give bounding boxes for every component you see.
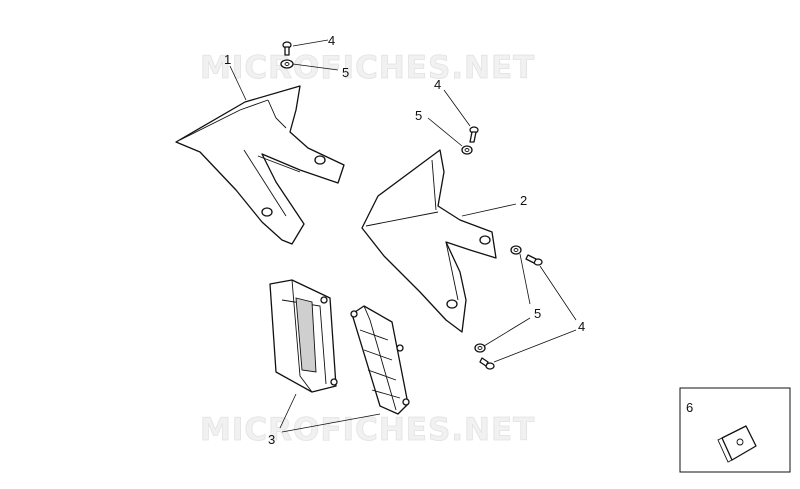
watermark-top: MICROFICHES.NET bbox=[200, 50, 535, 86]
callout-part-5-top: 5 bbox=[342, 65, 349, 80]
washer-right-lower[interactable] bbox=[474, 343, 486, 353]
radiator-grille-slotted[interactable] bbox=[350, 305, 410, 415]
callout-part-4-lower: 4 bbox=[578, 319, 585, 334]
washer-top-left[interactable] bbox=[280, 59, 294, 69]
screw-mid[interactable] bbox=[469, 126, 479, 143]
inset-box-part-6: 6 bbox=[679, 387, 791, 473]
screw-right-upper[interactable] bbox=[525, 254, 543, 266]
leader-lines bbox=[229, 39, 577, 433]
radiator-grille-solid[interactable] bbox=[269, 279, 338, 393]
left-radiator-shroud[interactable] bbox=[175, 85, 345, 245]
callout-part-4-top: 4 bbox=[328, 33, 335, 48]
screw-top-left[interactable] bbox=[282, 41, 292, 56]
washer-mid[interactable] bbox=[461, 145, 473, 155]
callout-part-4-mid: 4 bbox=[434, 77, 441, 92]
watermark-bottom: MICROFICHES.NET bbox=[200, 412, 535, 448]
washer-right-upper[interactable] bbox=[510, 245, 522, 255]
callout-part-6: 6 bbox=[686, 400, 693, 415]
callout-part-3: 3 bbox=[268, 432, 275, 447]
callout-part-1: 1 bbox=[224, 52, 231, 67]
right-radiator-shroud[interactable] bbox=[361, 149, 497, 333]
callout-part-5-lower: 5 bbox=[534, 306, 541, 321]
screw-right-lower[interactable] bbox=[479, 357, 495, 370]
speed-nut-clip[interactable] bbox=[717, 425, 757, 463]
callout-part-2: 2 bbox=[520, 193, 527, 208]
callout-part-5-mid: 5 bbox=[415, 108, 422, 123]
